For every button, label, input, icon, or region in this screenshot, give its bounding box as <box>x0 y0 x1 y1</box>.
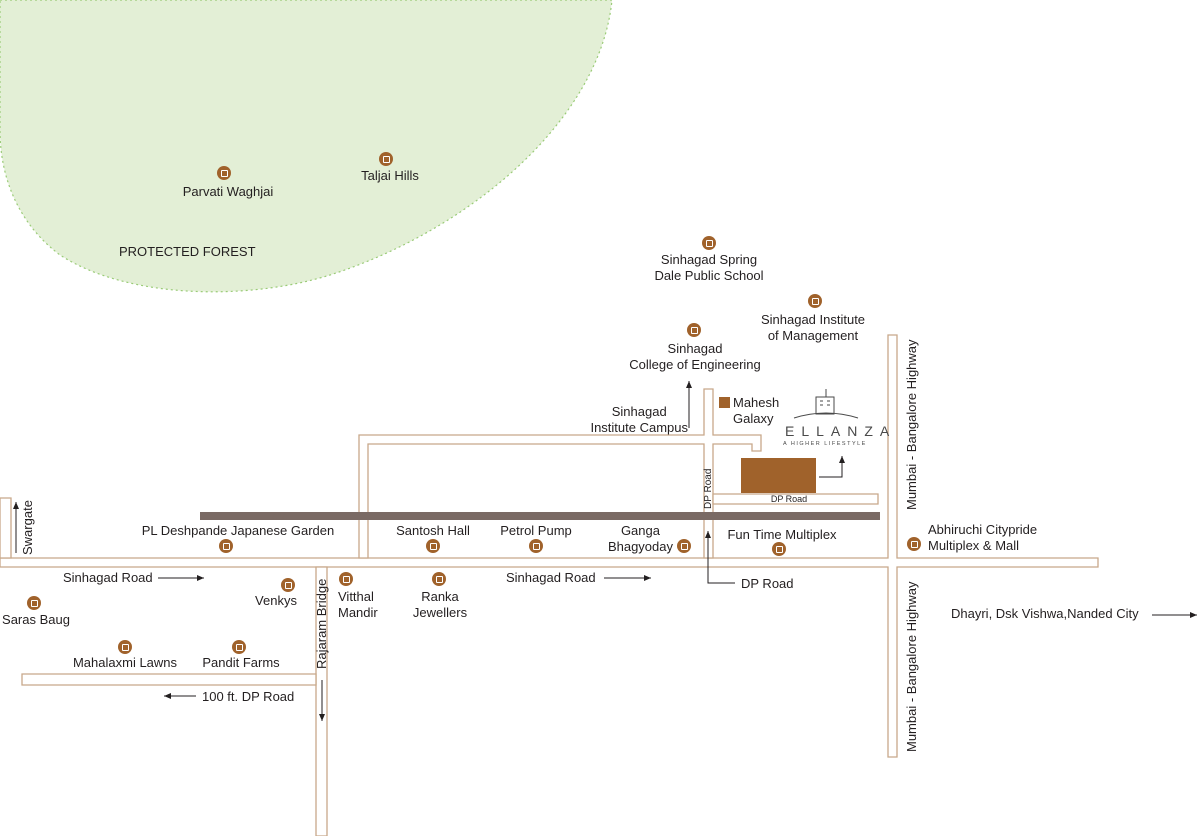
ellanza-logo-tagline: A HIGHER LIFESTYLE <box>783 441 867 447</box>
sim-label: Sinhagad Institute of Management <box>761 312 865 344</box>
parvati-label: Parvati Waghjai <box>182 184 274 199</box>
parvati-marker-icon[interactable] <box>217 166 231 180</box>
saras-marker-icon[interactable] <box>27 596 41 610</box>
ganga-line-2: Bhagyoday <box>607 539 673 554</box>
swargate-road <box>0 497 12 559</box>
funtime-marker-icon[interactable] <box>772 542 786 556</box>
dp-road-vertical-label: DP Road <box>703 468 714 509</box>
pl-deshpande-label: PL Deshpande Japanese Garden <box>141 523 335 538</box>
taljai-label: Taljai Hills <box>361 168 419 183</box>
ranka-marker-icon[interactable] <box>432 572 446 586</box>
abhiruchi-label: Abhiruchi Citypride Multiplex & Mall <box>928 522 1037 554</box>
abhiruchi-line-2: Multiplex & Mall <box>928 538 1020 553</box>
protected-forest-area <box>0 0 613 293</box>
institute-campus-label: Sinhagad Institute Campus <box>590 404 688 436</box>
vitthal-line-1: Vitthal <box>338 589 374 604</box>
sce-label: Sinhagad College of Engineering <box>629 341 761 373</box>
sce-line-2: College of Engineering <box>629 357 761 372</box>
dp-road-label-bottom: DP Road <box>741 576 794 591</box>
abhiruchi-line-1: Abhiruchi Citypride <box>928 522 1038 537</box>
mahalaxmi-marker-icon[interactable] <box>118 640 132 654</box>
sinhagad-road <box>0 334 1099 758</box>
ellanza-project-site <box>741 458 816 493</box>
sce-line-1: Sinhagad <box>667 341 723 356</box>
dp-road-small-label: DP Road <box>770 494 808 504</box>
vitthal-marker-icon[interactable] <box>339 572 353 586</box>
project-arrow <box>819 456 845 478</box>
mahesh-galaxy-label: Mahesh Galaxy <box>733 395 779 427</box>
petrol-label: Petrol Pump <box>500 523 572 538</box>
santosh-marker-icon[interactable] <box>426 539 440 553</box>
road-network <box>0 334 1099 836</box>
canal <box>200 512 880 520</box>
ellanza-logo-name: ELLANZA <box>785 423 897 439</box>
vitthal-label: Vitthal Mandir <box>338 589 378 621</box>
spring-dale-label: Sinhagad Spring Dale Public School <box>654 252 763 284</box>
canal-label-1: Canal <box>265 511 289 521</box>
abhiruchi-marker-icon[interactable] <box>907 537 921 551</box>
sim-line-2: of Management <box>767 328 859 343</box>
sinhagad-road-label-mid: Sinhagad Road <box>506 570 596 585</box>
hundred-ft-label: 100 ft. DP Road <box>202 689 295 704</box>
direction-arrows <box>13 381 1197 721</box>
institute-lane <box>358 388 762 559</box>
sce-marker-icon[interactable] <box>687 323 701 337</box>
hundred-ft-dp-road <box>21 673 317 686</box>
canal-label-3: Canal <box>793 511 817 521</box>
spring-dale-line-2: Dale Public School <box>654 268 764 283</box>
mahesh-galaxy-line-2: Galaxy <box>733 411 774 426</box>
canal-label-2: Canal <box>591 511 615 521</box>
sim-line-1: Sinhagad Institute <box>760 312 866 327</box>
ranka-line-2: Jewellers <box>412 605 468 620</box>
mahalaxmi-label: Mahalaxmi Lawns <box>72 655 178 670</box>
swargate-label: Swargate <box>20 500 35 555</box>
project-dp-road <box>712 493 879 505</box>
venkys-label: Venkys <box>255 593 297 608</box>
institute-campus-line-1: Sinhagad <box>611 404 667 419</box>
pl-deshpande-marker-icon[interactable] <box>219 539 233 553</box>
highway-label-bottom: Mumbai - Bangalore Highway <box>904 581 919 752</box>
dhayri-label: Dhayri, Dsk Vishwa,Nanded City <box>951 606 1139 621</box>
ellanza-logo-icon <box>793 389 859 419</box>
ganga-label: Ganga Bhagyoday <box>608 523 673 555</box>
rajaram-bridge-label: Rajaram Bridge <box>314 578 329 669</box>
mahesh-galaxy-line-1: Mahesh <box>733 395 780 410</box>
taljai-marker-icon[interactable] <box>379 152 393 166</box>
sinhagad-road-label-left: Sinhagad Road <box>63 570 153 585</box>
ranka-line-1: Ranka <box>421 589 459 604</box>
saras-label: Saras Baug <box>2 612 70 627</box>
highway-label-top: Mumbai - Bangalore Highway <box>904 339 919 510</box>
mahesh-galaxy-marker-icon[interactable] <box>719 397 730 408</box>
pandit-marker-icon[interactable] <box>232 640 246 654</box>
ganga-line-1: Ganga <box>620 523 660 538</box>
funtime-label: Fun Time Multiplex <box>727 527 837 542</box>
pandit-label: Pandit Farms <box>202 655 280 670</box>
dp-road-arrow <box>705 531 735 584</box>
ranka-label: Ranka Jewellers <box>413 589 467 621</box>
spring-dale-marker-icon[interactable] <box>702 236 716 250</box>
sim-marker-icon[interactable] <box>808 294 822 308</box>
protected-forest-label: PROTECTED FOREST <box>119 244 256 259</box>
santosh-label: Santosh Hall <box>396 523 470 538</box>
venkys-marker-icon[interactable] <box>281 578 295 592</box>
petrol-marker-icon[interactable] <box>529 539 543 553</box>
institute-campus-line-2: Institute Campus <box>590 420 688 435</box>
spring-dale-line-1: Sinhagad Spring <box>660 252 758 267</box>
vitthal-line-2: Mandir <box>338 605 378 620</box>
ganga-marker-icon[interactable] <box>677 539 691 553</box>
